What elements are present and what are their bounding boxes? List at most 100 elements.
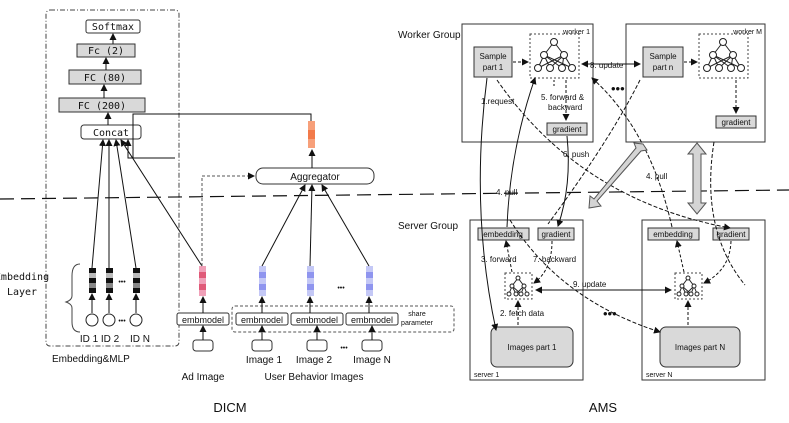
server-group-label: Server Group <box>398 221 458 232</box>
embedding-mlp-region <box>45 9 180 347</box>
behavior-embedding-dots: ••• <box>337 285 345 292</box>
ad-image-box <box>192 339 214 352</box>
images-partN-box <box>659 326 741 368</box>
sample-partn-box <box>642 46 684 78</box>
embedding-mlp-label: Embedding&MLP <box>52 354 130 365</box>
images-part1-label: Images part 1 <box>508 343 557 352</box>
server-1-embedding-box <box>477 227 530 241</box>
mlp-stack: Softmax Fc (2) FC (80) FC (200) Concat <box>58 19 146 140</box>
images-partN-label: Images part N <box>675 343 725 352</box>
id-inputs: ••• ID 1 ID 2 ID N <box>80 293 150 345</box>
server-1-network <box>504 272 533 300</box>
aggregator-box <box>255 167 375 185</box>
share-parameter-group <box>231 305 455 333</box>
server-n-embedding-label: embedding <box>653 230 693 239</box>
step7-label: 7. backward <box>533 255 576 264</box>
step9-label: 9. update <box>573 280 607 289</box>
id2-embedding <box>106 268 113 293</box>
worker-m-gradient-box <box>715 115 757 129</box>
server-n-network <box>674 272 703 300</box>
ad-embmodel-label: embmodel <box>182 315 224 325</box>
sample-part1-box <box>473 46 513 78</box>
ams-section: Worker Group Server Group worker 1 Sampl… <box>398 23 766 415</box>
id-embeddings: ••• <box>89 268 140 293</box>
image-n-label: Image N <box>353 355 391 366</box>
embmodel-n-label: embmodel <box>351 315 393 325</box>
softmax-label: Softmax <box>92 22 134 33</box>
sample-part1-line2: part 1 <box>483 63 504 72</box>
id-dots: ••• <box>118 318 126 325</box>
worker-1-box <box>461 23 594 143</box>
step3-label: 3. forward <box>481 255 517 264</box>
cross-fetch-arrow <box>509 219 661 334</box>
worker-1-gradient-box <box>546 122 588 136</box>
server-1-gradient-label: gradient <box>542 230 572 239</box>
server-1-gradient-box <box>537 227 575 241</box>
step2-label: 2. fetch data <box>500 309 545 318</box>
worker-dots: ••• <box>611 81 625 96</box>
server-1-label: server 1 <box>474 372 499 379</box>
embmodel-2-label: embmodel <box>296 315 338 325</box>
dicm-caption: DICM <box>213 400 246 415</box>
request-arrow <box>479 77 499 331</box>
image-2-label: Image 2 <box>296 355 333 366</box>
hollow-arrow-right <box>686 142 708 215</box>
idN-label: ID N <box>130 334 150 345</box>
images-part1-box <box>490 326 574 368</box>
worker-1-label: worker 1 <box>562 29 590 36</box>
embedding-dots: ••• <box>118 279 126 286</box>
embmodel-1-label: embmodel <box>241 315 283 325</box>
fc200-box <box>58 97 146 113</box>
cross-push-arrow <box>496 79 731 231</box>
fc80-label: FC (80) <box>84 73 126 84</box>
pull-arrow-n <box>591 77 673 228</box>
ad-image-embedding <box>199 266 206 296</box>
worker-m-label: worker M <box>732 29 762 36</box>
concat-label: Concat <box>93 128 129 139</box>
step4-label-1: 4. pull <box>496 188 518 197</box>
behavior-embedding-1 <box>259 266 266 296</box>
step1-label: 1.request <box>481 97 515 106</box>
image-dots: ••• <box>340 345 348 352</box>
embedding-layer-label-line2: Layer <box>7 287 37 298</box>
step4-label-n: 4. pull <box>646 172 668 181</box>
behavior-embedding-n <box>366 266 373 296</box>
fc2-label: Fc (2) <box>88 46 124 57</box>
id1-embedding <box>89 268 96 293</box>
pull-arrow-1 <box>506 77 537 228</box>
user-behavior-images-label: User Behavior Images <box>265 372 364 383</box>
server-n-label: server N <box>646 372 672 379</box>
id2-label: ID 2 <box>101 334 120 345</box>
step8-label: 8. update <box>590 61 624 70</box>
worker-m-gradient-label: gradient <box>722 118 752 127</box>
worker-1-network <box>529 33 580 79</box>
embedding-layer-brace <box>64 263 81 333</box>
sample-partn-line1: Sample <box>649 52 677 61</box>
server-dots: ••• <box>603 306 617 321</box>
dicm-section: Softmax Fc (2) FC (80) FC (200) Concat A… <box>0 9 455 415</box>
server-n-gradient-box <box>712 227 750 241</box>
behavior-embedding-2 <box>307 266 314 296</box>
id1-label: ID 1 <box>80 334 99 345</box>
worker-m-dashed-path <box>710 141 746 286</box>
idN-embedding <box>133 268 140 293</box>
image-n-box <box>361 339 383 352</box>
step6-label: 6. push <box>563 150 589 159</box>
aggregator-label: Aggregator <box>290 172 340 183</box>
worker-m-to-server1-path <box>547 79 641 225</box>
worker-1-gradient-label: gradient <box>553 125 583 134</box>
hollow-arrow-left <box>588 142 648 209</box>
sample-part1-line1: Sample <box>479 52 507 61</box>
embedding-layer-label-line1: Embedding <box>0 272 49 283</box>
image-2-box <box>306 339 328 352</box>
image-1-box <box>251 339 273 352</box>
ad-image-label: Ad Image <box>182 372 225 383</box>
step5-line1: 5. forward & <box>541 93 585 102</box>
server-n-gradient-label: gradient <box>717 230 747 239</box>
ams-caption: AMS <box>589 400 618 415</box>
behavior-embeddings: ••• <box>259 266 373 296</box>
image-1-label: Image 1 <box>246 355 283 366</box>
server-1-embedding-label: embedding <box>483 230 523 239</box>
worker-m-network <box>698 33 749 79</box>
